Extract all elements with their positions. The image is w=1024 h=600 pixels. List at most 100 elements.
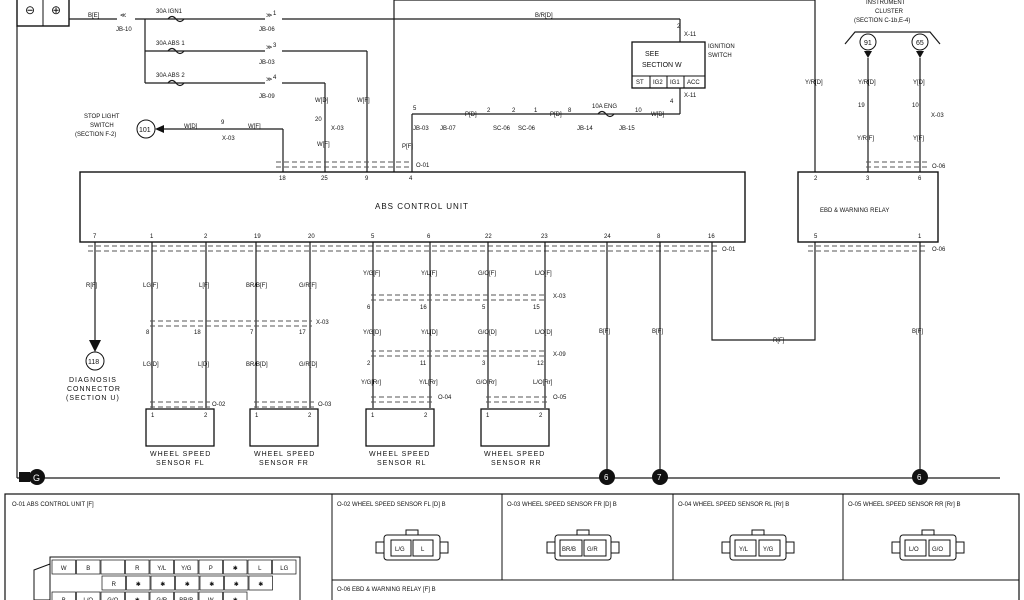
svg-text:30A ABS 2: 30A ABS 2 <box>156 73 185 79</box>
pin-3: 3 <box>482 361 486 367</box>
wire-label-y-r-d-relay: Y/R[D] <box>805 80 823 86</box>
connector-face-o04: Y/L Y/G <box>721 529 795 561</box>
wire-label-w-d: W[D] <box>315 98 329 104</box>
svg-text:WHEEL SPEED: WHEEL SPEED <box>150 451 211 458</box>
panel-title-o02: O-02 WHEEL SPEED SENSOR FL [D] B <box>337 502 446 508</box>
svg-text:Y/L: Y/L <box>739 547 749 553</box>
wire-label-lo-f: L/O[F] <box>535 271 552 277</box>
o01-pin-cell <box>51 559 76 575</box>
o01-pin-cell <box>198 559 223 575</box>
wire-label-yr-d-cluster: Y/R[D] <box>858 80 876 86</box>
ground-6-b: 6 <box>912 469 928 485</box>
svg-text:SECTION W: SECTION W <box>642 62 682 69</box>
svg-text:3: 3 <box>273 43 277 49</box>
o01-pin-label: ✱ <box>233 565 238 572</box>
svg-text:W[F]: W[F] <box>248 124 261 130</box>
svg-text:P[D]: P[D] <box>550 112 562 118</box>
wire-label-l-f: L[F] <box>199 283 210 289</box>
svg-text:INSTRUMENT: INSTRUMENT <box>866 0 906 6</box>
eng-power-line: 5 JB-03 JB-07 P[D] 2 SC-06 2 SC-06 1 P[D… <box>411 104 680 172</box>
svg-text:SENSOR RL: SENSOR RL <box>377 460 426 467</box>
wire-label-w-f-2: W[F] <box>317 142 330 148</box>
battery-plus-icon: ⊕ <box>51 3 61 17</box>
svg-text:W[D]: W[D] <box>184 124 198 130</box>
svg-text:1: 1 <box>534 108 538 114</box>
o01-pin-cell <box>223 559 248 575</box>
o01-pin-cell <box>248 575 273 591</box>
svg-text:2: 2 <box>204 234 208 240</box>
pin-16: 16 <box>420 305 427 311</box>
svg-text:WHEEL SPEED: WHEEL SPEED <box>484 451 545 458</box>
svg-text:23: 23 <box>541 234 548 240</box>
o01-pin-label: Y/L <box>157 566 167 572</box>
wire-label-b-f-1: B[F] <box>599 329 610 335</box>
pin-17: 17 <box>299 330 306 336</box>
svg-text:9: 9 <box>365 176 369 182</box>
o05-label: O-05 <box>553 395 567 401</box>
pin-5: 5 <box>482 305 486 311</box>
svg-text:JB-09: JB-09 <box>259 94 275 100</box>
svg-text:IG2: IG2 <box>653 80 663 86</box>
wire-label-gr-d: G/R[D] <box>299 362 318 368</box>
o01-pin-label: LG <box>280 566 288 572</box>
o01-pin-label: R <box>135 566 140 572</box>
o04-label: O-04 <box>438 395 452 401</box>
wire-label-go-d: G/O[D] <box>478 330 497 336</box>
o01-pin-label: G/R <box>156 598 167 600</box>
ground-7: 7 <box>652 469 668 485</box>
svg-text:5: 5 <box>371 234 375 240</box>
svg-text:G/O: G/O <box>932 547 943 553</box>
svg-text:L: L <box>421 547 425 553</box>
pin-7: 7 <box>250 330 254 336</box>
svg-text:4: 4 <box>409 176 413 182</box>
svg-text:EBD & WARNING RELAY: EBD & WARNING RELAY <box>820 208 889 214</box>
svg-text:1: 1 <box>151 413 155 419</box>
o01-pin-cell <box>224 575 249 591</box>
wheel-speed-sensor-rl: 1 2 WHEEL SPEED SENSOR RL <box>365 408 435 467</box>
svg-text:6: 6 <box>427 234 431 240</box>
ignition-switch: SEE SECTION W ST IG2 IG1 ACC IGNITION SW… <box>631 41 735 89</box>
battery-minus-icon: ⊖ <box>25 3 35 17</box>
o01-pin-cell <box>174 591 199 600</box>
pin-20: 20 <box>315 117 322 123</box>
svg-text:5: 5 <box>413 106 417 112</box>
svg-text:X-03: X-03 <box>222 136 235 142</box>
wire-label-y-f: Y[F] <box>913 136 924 142</box>
o01-pin-label: ✱ <box>209 581 214 588</box>
svg-text:2: 2 <box>204 413 208 419</box>
svg-text:1: 1 <box>255 413 259 419</box>
wire-label-b-f-3: B[F] <box>912 329 923 335</box>
o01-pin-label: ✱ <box>185 581 190 588</box>
o01-pin-label: L/O <box>83 598 93 600</box>
svg-text:10A ENG: 10A ENG <box>592 104 617 110</box>
svg-text:6: 6 <box>917 473 922 482</box>
o01-pin-cell <box>175 575 200 591</box>
svg-text:Y/G: Y/G <box>763 547 774 553</box>
svg-text:WHEEL SPEED: WHEEL SPEED <box>254 451 315 458</box>
o01-pin-label: B <box>86 566 90 572</box>
svg-text:30A IGN1: 30A IGN1 <box>156 9 183 15</box>
svg-text:2: 2 <box>814 176 818 182</box>
svg-text:5: 5 <box>814 234 818 240</box>
svg-text:8: 8 <box>568 108 572 114</box>
pin-19: 19 <box>858 103 865 109</box>
panel-title-o05: O-05 WHEEL SPEED SENSOR RR [Rr] B <box>848 502 960 508</box>
svg-text:24: 24 <box>604 234 611 240</box>
svg-text:3: 3 <box>866 176 870 182</box>
ground-g: G <box>19 469 45 485</box>
svg-text:65: 65 <box>916 40 924 47</box>
svg-text:JB-03: JB-03 <box>413 126 429 132</box>
o01-pin-label: BR/B <box>179 598 193 600</box>
wire-label-brb-f: BR/B[F] <box>246 283 267 289</box>
connector-face-o03: BR/B G/R <box>546 529 620 561</box>
connector-mark: ≪ <box>120 13 126 19</box>
wire-label-yg-d: Y/G[D] <box>363 330 381 336</box>
diagnosis-connector: 118 DIAGNOSIS CONNECTOR (SECTION U) <box>66 351 120 402</box>
svg-text:101: 101 <box>139 127 151 134</box>
wire-label-r-f-2: R[F] <box>773 338 785 344</box>
wire-label-l-d: L[D] <box>198 362 209 368</box>
svg-text:≫: ≫ <box>266 13 272 19</box>
ign-pin-bottom: 4 <box>670 99 674 105</box>
o01-pin-cell <box>125 591 150 600</box>
wire-label-yl-rr: Y/L[Rr] <box>419 380 438 386</box>
